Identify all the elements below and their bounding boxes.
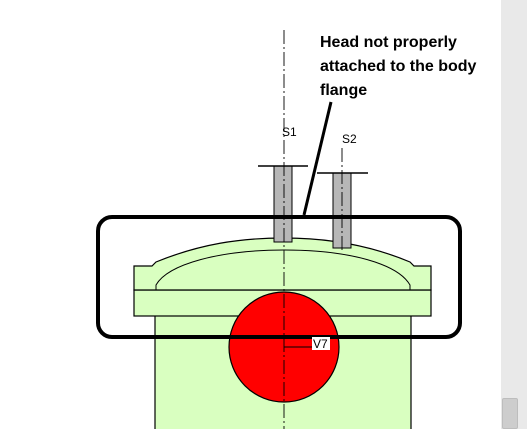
label-v7-bg — [312, 337, 330, 350]
vessel-head — [133, 237, 432, 291]
highlight-box — [96, 215, 462, 339]
label-s1: S1 — [282, 125, 297, 139]
annotation-arrow — [302, 101, 333, 216]
annotation-line-1: Head not properly — [320, 34, 457, 51]
annotation-text: Head not properly attached to the body f… — [320, 31, 510, 103]
annotation-line-3: flange — [320, 82, 368, 99]
vertical-scrollbar[interactable] — [496, 0, 528, 429]
label-v7: V7 — [313, 337, 328, 351]
annotation-line-2: attached to the body — [320, 58, 477, 75]
label-s2: S2 — [342, 132, 357, 146]
nozzle-s1 — [273, 165, 293, 243]
scrollbar-track[interactable] — [501, 0, 527, 429]
scrollbar-thumb[interactable] — [502, 398, 518, 429]
